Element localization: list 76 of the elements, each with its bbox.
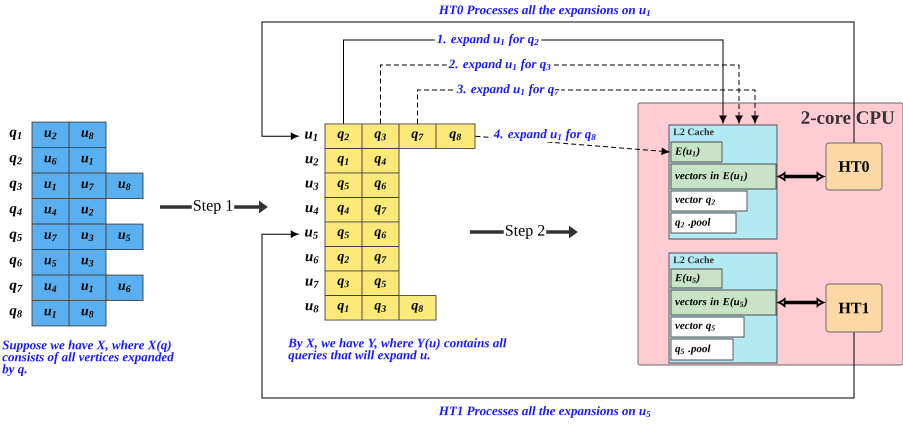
query-cell: q$_{3}$ <box>362 295 400 320</box>
vertex-cell: u$_{3}$ <box>68 249 106 276</box>
data-box: q$_{2}$ .pool <box>670 212 736 234</box>
step-label: Step 1 <box>192 199 234 215</box>
vertex-cell: u$_{8}$ <box>68 300 106 326</box>
query-cell: q$_{8}$ <box>398 295 436 320</box>
edge-label: HT0 Processes all the expansions on u$_{1}$ <box>436 4 654 18</box>
query-cell: q$_{4}$ <box>324 197 362 222</box>
row-label: q$_{5}$ <box>10 232 22 242</box>
row-label: u$_{2}$ <box>306 156 318 166</box>
edge-label: HT1 Processes all the expansions on u$_{5}$ <box>436 405 654 419</box>
data-box: E(u$_{5}$) <box>670 268 722 288</box>
query-cell: q$_{7}$ <box>362 246 400 272</box>
row-label: q$_{6}$ <box>10 257 22 268</box>
edge-label: 1. expand u$_{1}$ for q$_{2}$ <box>434 33 542 47</box>
vertex-cell: u$_{7}$ <box>68 172 106 199</box>
double-arrow <box>778 172 824 181</box>
query-cell: q$_{5}$ <box>324 172 362 198</box>
query-cell: q$_{7}$ <box>362 197 400 222</box>
query-cell: q$_{8}$ <box>436 124 476 149</box>
arrow <box>262 22 854 144</box>
vertex-cell: u$_{1}$ <box>68 147 106 174</box>
row-label: u$_{4}$ <box>306 205 318 214</box>
row-label: u$_{7}$ <box>306 278 319 288</box>
vertex-cell: u$_{1}$ <box>32 300 70 326</box>
row-label: u$_{6}$ <box>306 254 319 264</box>
step-label: Step 2 <box>504 224 546 240</box>
vertex-cell: u$_{1}$ <box>68 274 106 301</box>
data-box: vector q$_{2}$ <box>670 190 748 212</box>
query-cell: q$_{6}$ <box>362 172 400 198</box>
thread-box: HT1 <box>826 284 882 332</box>
row-label: q$_{7}$ <box>10 282 22 293</box>
data-box: vector q$_{5}$ <box>670 316 744 338</box>
query-cell: q$_{7}$ <box>398 124 436 149</box>
row-label: u$_{8}$ <box>306 303 318 312</box>
vertex-cell: u$_{3}$ <box>68 224 106 250</box>
edge-label: 2. expand u$_{1}$ for q$_{3}$ <box>446 58 554 72</box>
query-cell: q$_{6}$ <box>362 222 400 247</box>
query-cell: q$_{3}$ <box>324 270 362 296</box>
row-label: q$_{3}$ <box>10 180 22 191</box>
row-label: u$_{3}$ <box>306 180 318 190</box>
vertex-cell: u$_{6}$ <box>106 274 144 301</box>
vertex-cell: u$_{7}$ <box>32 224 70 250</box>
arrow <box>262 230 854 398</box>
row-label: q$_{2}$ <box>10 155 22 166</box>
row-label: u$_{5}$ <box>305 230 318 239</box>
row-label: q$_{4}$ <box>10 206 22 216</box>
vertex-cell: u$_{4}$ <box>32 198 70 224</box>
row-label: q$_{8}$ <box>10 308 22 318</box>
vertex-cell: u$_{6}$ <box>32 147 70 174</box>
vertex-cell: u$_{2}$ <box>32 122 70 148</box>
double-arrow <box>778 298 824 307</box>
query-cell: q$_{5}$ <box>324 222 362 247</box>
caption: Suppose we have X, where X(q) consists of all vertices expanded by q. <box>2 340 174 376</box>
query-cell: q$_{5}$ <box>362 270 400 296</box>
vertex-cell: u$_{5}$ <box>106 224 144 250</box>
vertex-cell: u$_{4}$ <box>32 274 70 301</box>
data-box: E(u$_{1}$) <box>670 142 722 162</box>
row-label: u$_{1}$ <box>305 132 317 141</box>
vertex-cell: u$_{5}$ <box>32 249 70 276</box>
edge-label: 3. expand u$_{1}$ for q$_{7}$ <box>454 83 562 97</box>
query-cell: q$_{1}$ <box>324 148 362 174</box>
query-cell: q$_{1}$ <box>324 295 362 320</box>
query-cell: q$_{3}$ <box>362 124 400 149</box>
caption: By X, we have Y, where Y(u) contains all queries that will expand u. <box>288 338 506 362</box>
query-cell: q$_{2}$ <box>324 124 362 149</box>
edge-label: 4. expand u$_{1}$ for q$_{8}$ <box>492 128 598 142</box>
query-cell: q$_{4}$ <box>362 148 400 174</box>
vertex-cell: u$_{1}$ <box>32 172 70 199</box>
data-box: q$_{5}$ .pool <box>670 338 734 360</box>
vertex-cell: u$_{8}$ <box>106 172 144 199</box>
query-cell: q$_{2}$ <box>324 246 362 272</box>
vertex-cell: u$_{2}$ <box>68 198 106 224</box>
row-label: q$_{1}$ <box>10 130 22 140</box>
vertex-cell: u$_{8}$ <box>68 122 106 148</box>
thread-box: HT0 <box>826 142 882 190</box>
